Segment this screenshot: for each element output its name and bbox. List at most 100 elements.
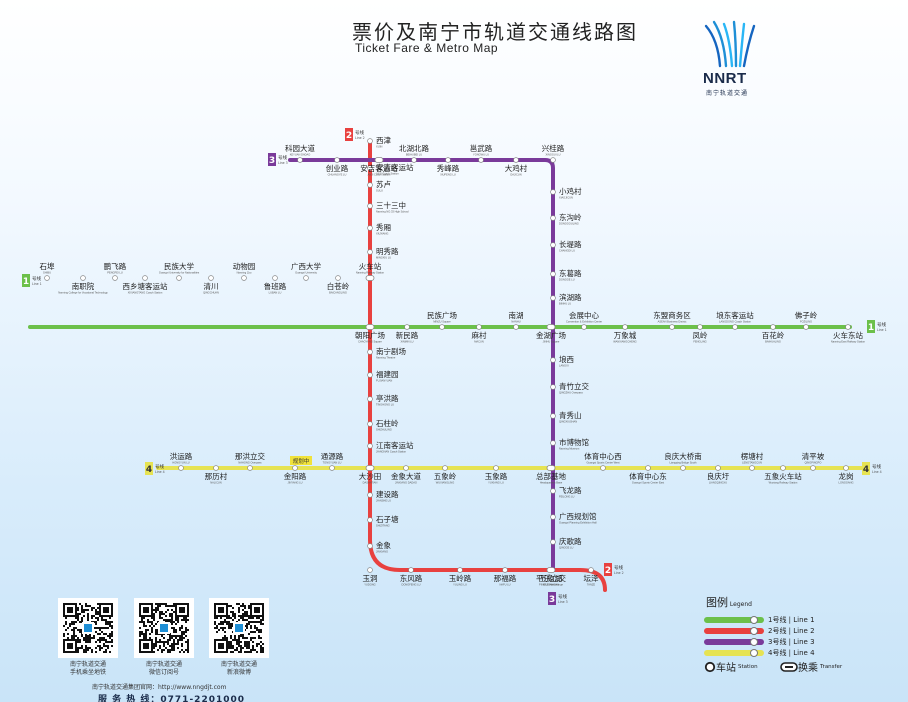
qr-code-weibo[interactable]	[209, 598, 269, 658]
station-marker[interactable]	[247, 465, 253, 471]
station-marker[interactable]	[367, 421, 373, 427]
station-name-en: LIANGQINGXU	[709, 481, 727, 485]
station-name-en: Liangqing Bridge South	[670, 461, 698, 465]
station-marker[interactable]	[142, 275, 148, 281]
station-name: 金象大道	[391, 471, 421, 481]
station-marker[interactable]	[367, 249, 373, 255]
station-marker[interactable]	[550, 539, 556, 545]
station-marker[interactable]	[367, 492, 373, 498]
station-name-en: QINGXIUSHAN	[559, 420, 577, 424]
transfer-station-marker[interactable]	[546, 567, 556, 573]
station-marker[interactable]	[550, 384, 556, 390]
station-name: 楞塘村	[741, 451, 764, 461]
station-marker[interactable]	[550, 215, 556, 221]
station-marker[interactable]	[272, 275, 278, 281]
station-marker[interactable]	[445, 157, 451, 163]
station-marker[interactable]	[367, 225, 373, 231]
station-marker[interactable]	[697, 324, 703, 330]
station-marker[interactable]	[176, 275, 182, 281]
station-marker[interactable]	[581, 324, 587, 330]
station-marker[interactable]	[645, 465, 651, 471]
station-marker[interactable]	[550, 242, 556, 248]
station-marker[interactable]	[845, 324, 851, 330]
station-name-en: Nanning NO.33 High School	[376, 210, 409, 214]
station-marker[interactable]	[502, 567, 508, 573]
qr-code-wechat[interactable]	[134, 598, 194, 658]
station-marker[interactable]	[550, 488, 556, 494]
station-marker[interactable]	[408, 567, 414, 573]
station-marker[interactable]	[803, 324, 809, 330]
station-marker[interactable]	[208, 275, 214, 281]
station-marker[interactable]	[367, 517, 373, 523]
station-marker[interactable]	[550, 271, 556, 277]
station-marker[interactable]	[367, 543, 373, 549]
station-marker[interactable]	[550, 295, 556, 301]
station-marker[interactable]	[749, 465, 755, 471]
station-marker[interactable]	[439, 324, 445, 330]
station-marker[interactable]	[732, 324, 738, 330]
station-marker[interactable]	[588, 567, 594, 573]
station-marker[interactable]	[329, 465, 335, 471]
station-marker[interactable]	[457, 567, 463, 573]
station-marker[interactable]	[493, 465, 499, 471]
legend-swatch	[704, 627, 764, 635]
station-marker[interactable]	[780, 465, 786, 471]
transfer-station-marker[interactable]	[546, 465, 556, 471]
station-marker[interactable]	[297, 157, 303, 163]
station-marker[interactable]	[770, 324, 776, 330]
station-marker[interactable]	[241, 275, 247, 281]
station-marker[interactable]	[404, 324, 410, 330]
station-marker[interactable]	[367, 396, 373, 402]
station-marker[interactable]	[550, 189, 556, 195]
station-marker[interactable]	[622, 324, 628, 330]
station-name: 良庆圩	[707, 471, 730, 481]
station-marker[interactable]	[550, 440, 556, 446]
station-marker[interactable]	[550, 413, 556, 419]
station-marker[interactable]	[367, 443, 373, 449]
station-marker[interactable]	[112, 275, 118, 281]
station-marker[interactable]	[600, 465, 606, 471]
station-marker[interactable]	[669, 324, 675, 330]
station-marker[interactable]	[44, 275, 50, 281]
line-badge-sub: Line 3	[278, 161, 288, 165]
station-marker[interactable]	[367, 349, 373, 355]
station-marker[interactable]	[292, 465, 298, 471]
transfer-station-marker[interactable]	[546, 324, 556, 330]
station-marker[interactable]	[367, 567, 373, 573]
station-marker[interactable]	[810, 465, 816, 471]
station-name: 兴桂路	[542, 143, 565, 153]
station-marker[interactable]	[550, 157, 556, 163]
station-marker[interactable]	[367, 372, 373, 378]
station-marker[interactable]	[513, 324, 519, 330]
station-marker[interactable]	[478, 157, 484, 163]
station-marker[interactable]	[178, 465, 184, 471]
station-marker[interactable]	[335, 275, 341, 281]
transfer-station-marker[interactable]	[365, 324, 375, 330]
station-marker[interactable]	[513, 157, 519, 163]
station-marker[interactable]	[680, 465, 686, 471]
station-marker[interactable]	[403, 465, 409, 471]
station-marker[interactable]	[213, 465, 219, 471]
station-marker[interactable]	[411, 157, 417, 163]
station-marker[interactable]	[367, 138, 373, 144]
qr-label-weibo: 南宁轨道交通新浪微博	[220, 661, 257, 676]
transfer-station-marker[interactable]	[365, 465, 375, 471]
station-marker[interactable]	[367, 165, 373, 171]
station-marker[interactable]	[367, 203, 373, 209]
qr-code-app[interactable]	[58, 598, 118, 658]
station-marker[interactable]	[476, 324, 482, 330]
legend-swatch	[704, 638, 764, 646]
station-marker[interactable]	[80, 275, 86, 281]
transfer-station-marker[interactable]	[365, 275, 375, 281]
transfer-station-marker[interactable]	[374, 157, 384, 163]
line-badge-number: 1	[23, 277, 29, 287]
station-marker[interactable]	[715, 465, 721, 471]
station-marker[interactable]	[303, 275, 309, 281]
footer-website[interactable]: 南宁轨道交通集团官网：http://www.nngdjt.com	[92, 684, 227, 691]
station-marker[interactable]	[843, 465, 849, 471]
station-marker[interactable]	[550, 514, 556, 520]
station-marker[interactable]	[550, 357, 556, 363]
station-marker[interactable]	[367, 182, 373, 188]
station-marker[interactable]	[442, 465, 448, 471]
station-marker[interactable]	[334, 157, 340, 163]
